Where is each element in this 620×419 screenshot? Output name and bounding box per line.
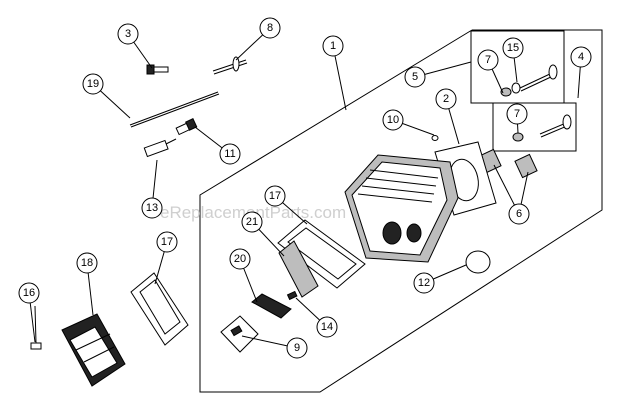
cylinder-head-part (344, 154, 459, 263)
callout-16: 16 (18, 282, 40, 304)
svg-text:5: 5 (412, 71, 418, 83)
callout-11: 11 (219, 143, 241, 165)
callout-13: 13 (141, 197, 163, 219)
callout-19: 19 (82, 73, 104, 95)
svg-text:17: 17 (269, 190, 281, 202)
svg-text:12: 12 (418, 277, 430, 289)
callout-18: 18 (76, 252, 98, 274)
callout-21: 21 (241, 211, 263, 233)
callouts: 3 8 1 15 7 4 5 19 2 10 7 11 13 17 6 21 1… (18, 17, 592, 359)
assembly-outline (199, 29, 603, 393)
callout-4: 4 (570, 46, 592, 68)
svg-text:2: 2 (443, 93, 449, 105)
callout-8: 8 (259, 17, 281, 39)
svg-text:8: 8 (267, 22, 273, 34)
bolt-part (146, 64, 169, 75)
svg-text:10: 10 (387, 114, 399, 126)
callout-1: 1 (322, 35, 344, 57)
svg-text:4: 4 (578, 51, 584, 63)
svg-text:15: 15 (507, 42, 519, 54)
callout-20: 20 (229, 248, 251, 270)
svg-text:13: 13 (146, 202, 158, 214)
callout-17-outer: 17 (156, 231, 178, 253)
valve-parts (478, 64, 572, 179)
stud-part (175, 118, 198, 136)
cover-screw-part (220, 315, 259, 353)
outer-cover-gasket-part (130, 272, 189, 346)
svg-text:6: 6 (516, 208, 522, 220)
svg-text:3: 3 (125, 28, 131, 40)
svg-text:17: 17 (161, 236, 173, 248)
svg-text:9: 9 (294, 342, 300, 354)
o-ring-part (465, 250, 491, 274)
svg-text:16: 16 (23, 287, 35, 299)
push-rod-part (129, 91, 220, 128)
guide-pin-part (143, 138, 177, 158)
breather-reed-part (251, 293, 292, 319)
callout-9: 9 (286, 337, 308, 359)
callout-5: 5 (404, 66, 426, 88)
svg-text:7: 7 (485, 54, 491, 66)
breather-screw-part (286, 290, 298, 301)
pin-part (212, 56, 248, 75)
dowel-part (431, 135, 439, 141)
breather-plate-part (278, 240, 319, 298)
callout-10: 10 (382, 109, 404, 131)
callout-7-bottom: 7 (506, 103, 528, 125)
svg-text:21: 21 (246, 216, 258, 228)
callout-17-inner: 17 (264, 185, 286, 207)
cover-bolt-part (30, 305, 42, 350)
svg-text:20: 20 (234, 253, 246, 265)
callout-2: 2 (435, 88, 457, 110)
callout-12: 12 (413, 272, 435, 294)
callout-6: 6 (508, 203, 530, 225)
svg-text:14: 14 (321, 321, 333, 333)
svg-text:19: 19 (87, 78, 99, 90)
svg-text:11: 11 (224, 148, 235, 160)
callout-7-top: 7 (477, 49, 499, 71)
callout-14: 14 (316, 316, 338, 338)
valve-cover-gasket-part (277, 219, 366, 289)
svg-text:7: 7 (514, 108, 520, 120)
svg-text:1: 1 (330, 40, 336, 52)
leader-lines (28, 27, 582, 349)
callout-3: 3 (117, 23, 139, 45)
svg-text:18: 18 (81, 257, 93, 269)
callout-15: 15 (502, 37, 524, 59)
rocker-cover-part (61, 313, 126, 387)
